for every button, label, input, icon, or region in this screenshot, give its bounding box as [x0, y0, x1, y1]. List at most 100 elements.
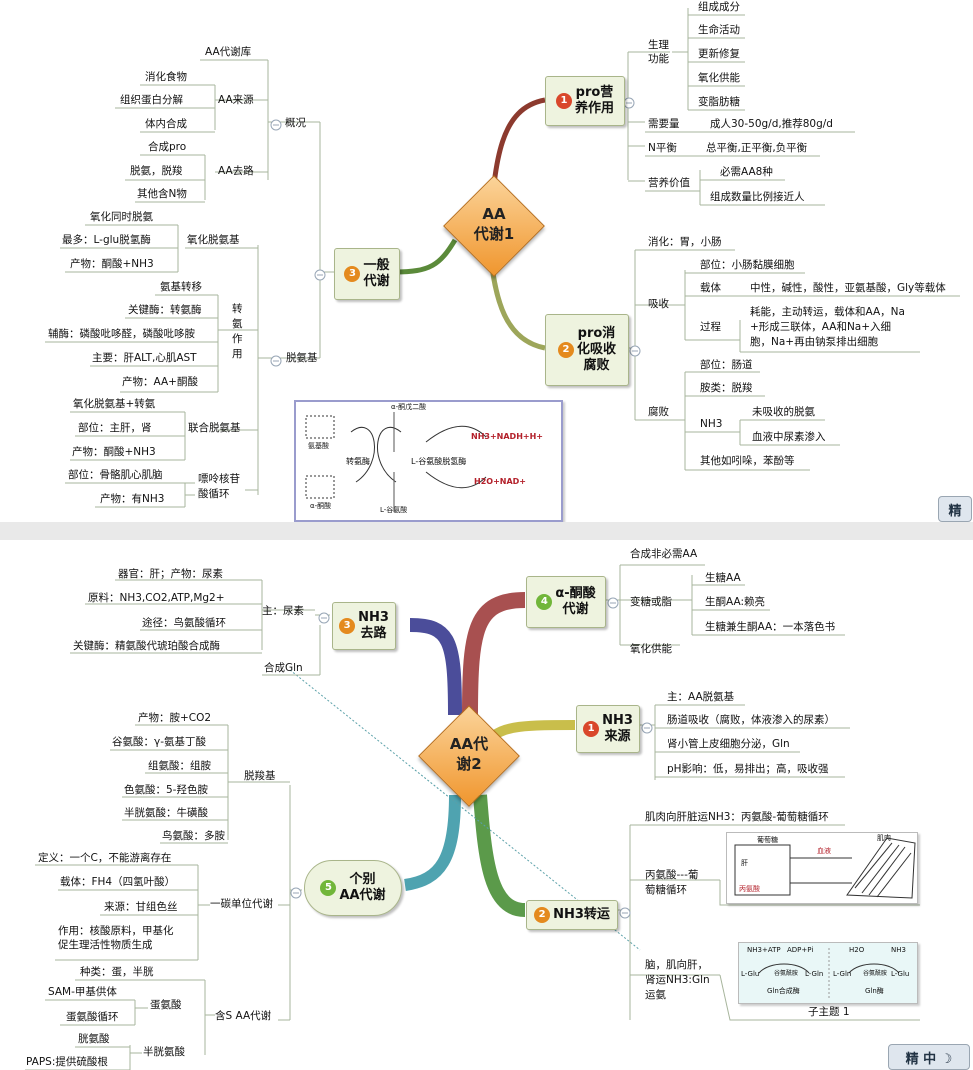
node-trans-0[interactable]: 氨基转移: [160, 281, 202, 293]
node-met-0[interactable]: SAM-甲基供体: [48, 986, 117, 998]
node-urea-0[interactable]: 器官：肝；产物：尿素: [118, 568, 223, 580]
node-rot-site[interactable]: 部位：肠道: [700, 359, 753, 371]
node-source-0[interactable]: 消化食物: [145, 71, 187, 83]
node-muscle-to-liver[interactable]: 肌肉向肝脏运NH3：丙氨酸-葡萄糖循环: [645, 811, 829, 823]
node-aa-pool[interactable]: AA代谢库: [205, 46, 252, 58]
node-decarboxylation[interactable]: 脱羧基: [244, 770, 276, 782]
node-cys-1[interactable]: PAPS:提供硫酸根: [26, 1056, 108, 1068]
node-onec-3[interactable]: 作用：核酸原料，甲基化 促生理活性物质生成: [58, 925, 174, 951]
collapse-toggle-keto-acid[interactable]: [607, 594, 619, 609]
node-digestion[interactable]: 消化：胃，小肠: [648, 236, 722, 248]
collapse-toggle-digestion[interactable]: [629, 342, 641, 357]
node-sulfur-species[interactable]: 种类：蛋，半胱: [80, 966, 154, 978]
node-src-0[interactable]: 主：AA脱氨基: [667, 691, 735, 703]
node-oxidation-energy[interactable]: 氧化供能: [630, 643, 672, 655]
node-to-sugar-fat[interactable]: 变糖或脂: [630, 596, 672, 608]
node-value-0[interactable]: 必需AA8种: [720, 166, 773, 178]
node-deamination[interactable]: 脱氨基: [286, 352, 318, 364]
node-keto-2[interactable]: 生糖兼生酮AA：一本落色书: [705, 621, 836, 633]
node-trans-3[interactable]: 主要：肝ALT,心肌AST: [92, 352, 197, 364]
node-oxd-1[interactable]: 最多：L-glu脱氢酶: [62, 234, 151, 246]
node-requirement[interactable]: 需要量: [648, 118, 680, 130]
node-decarb-4[interactable]: 半胱氨酸：牛磺酸: [124, 807, 208, 819]
node-src-1[interactable]: 肠道吸收（腐败，体液渗入的尿素）: [667, 714, 835, 726]
node-comb-0[interactable]: 氧化脱氨基+转氨: [73, 398, 156, 410]
node-carrier[interactable]: 载体: [700, 282, 721, 294]
node-nutrition-value[interactable]: 营养价值: [648, 177, 690, 189]
node-subtopic-1[interactable]: 子主题 1: [808, 1006, 850, 1018]
node-trans-2[interactable]: 辅酶：磷酸吡哆醛，磷酸吡哆胺: [48, 328, 195, 340]
node-brain-muscle-gln[interactable]: 脑，肌向肝， 肾运NH3:Gln 运氨: [645, 959, 710, 1001]
node-rot-nh3[interactable]: NH3: [700, 418, 723, 430]
node-absorption-site[interactable]: 部位：小肠黏膜细胞: [700, 259, 795, 271]
node-decarb-3[interactable]: 色氨酸：5-羟色胺: [124, 784, 208, 796]
node-oxd-2[interactable]: 产物：酮酸+NH3: [70, 258, 154, 270]
node-urea-3[interactable]: 关键酶：精氨酸代琥珀酸合成酶: [73, 640, 220, 652]
node-physiological-function[interactable]: 生理 功能: [648, 39, 669, 65]
node-decarb-0[interactable]: 产物：胺+CO2: [138, 712, 212, 724]
node-trans-4[interactable]: 产物：AA+酮酸: [122, 376, 198, 388]
collapse-toggle-individual-aa[interactable]: [290, 884, 302, 899]
node-rot-other[interactable]: 其他如吲哚，苯酚等: [700, 455, 795, 467]
node-process-value[interactable]: 耗能，主动转运，载体和AA，Na +形成三联体，AA和Na+入细 胞，Na+再由…: [750, 306, 905, 348]
node-onec-2[interactable]: 来源：甘组色丝: [104, 901, 178, 913]
node-comb-1[interactable]: 部位：主肝，肾: [78, 422, 152, 434]
node-fate-0[interactable]: 合成pro: [148, 141, 187, 153]
node-n-balance[interactable]: N平衡: [648, 142, 677, 154]
node-requirement-value[interactable]: 成人30-50g/d,推荐80g/d: [710, 118, 833, 130]
node-process[interactable]: 过程: [700, 321, 721, 333]
node-onec-1[interactable]: 载体：FH4（四氢叶酸）: [60, 876, 176, 888]
node-src-2[interactable]: 肾小管上皮细胞分泌，Gln: [667, 738, 790, 750]
node-aa-source[interactable]: AA来源: [218, 94, 254, 106]
node-main-urea[interactable]: 主：尿素: [262, 605, 304, 617]
node-src-3[interactable]: pH影响：低，易排出；高，吸收强: [667, 763, 829, 775]
node-met-1[interactable]: 蛋氨酸循环: [66, 1011, 119, 1023]
node-overview[interactable]: 概况: [285, 117, 306, 129]
node-func-2[interactable]: 更新修复: [698, 48, 740, 60]
node-putrefaction[interactable]: 腐败: [648, 406, 669, 418]
node-trans-1[interactable]: 关键酶：转氨酶: [128, 304, 202, 316]
node-combined-deam[interactable]: 联合脱氨基: [188, 422, 241, 434]
node-oxd-0[interactable]: 氧化同时脱氨: [90, 211, 153, 223]
node-rot-amine[interactable]: 胺类：脱羧: [700, 382, 753, 394]
node-onec-0[interactable]: 定义：一个C，不能游离存在: [38, 852, 172, 864]
node-purine-1[interactable]: 产物：有NH3: [100, 493, 165, 505]
node-purine-cycle[interactable]: 嘌呤核苷 酸循环: [198, 473, 240, 500]
collapse-toggle-nh3-transport[interactable]: [619, 904, 631, 919]
node-cys-0[interactable]: 胱氨酸: [78, 1033, 110, 1045]
node-func-0[interactable]: 组成成分: [698, 1, 740, 13]
collapse-toggle-nh3-fate[interactable]: [318, 609, 330, 624]
node-carrier-value[interactable]: 中性，碱性，酸性，亚氨基酸，Gly等载体: [750, 282, 946, 294]
node-keto-1[interactable]: 生酮AA:赖亮: [705, 596, 766, 608]
node-nh3-1[interactable]: 血液中尿素渗入: [752, 431, 826, 443]
node-n-balance-value[interactable]: 总平衡,正平衡,负平衡: [706, 142, 808, 154]
node-sulfur-aa[interactable]: 含S AA代谢: [215, 1010, 272, 1022]
node-ala-glucose-cycle[interactable]: 丙氨酸---葡 萄糖循环: [645, 869, 699, 896]
node-decarb-1[interactable]: 谷氨酸：γ-氨基丁酸: [112, 736, 207, 748]
node-func-4[interactable]: 变脂肪糖: [698, 96, 740, 108]
node-synth-nonessential[interactable]: 合成非必需AA: [630, 548, 698, 560]
node-oxidative-deam[interactable]: 氧化脱氨基: [187, 234, 240, 246]
node-transamination[interactable]: 转 氨 作 用: [232, 303, 243, 360]
node-value-1[interactable]: 组成数量比例接近人: [710, 191, 805, 203]
node-keto-0[interactable]: 生糖AA: [705, 572, 741, 584]
node-aa-fate[interactable]: AA去路: [218, 165, 254, 177]
collapse-toggle-nh3-source[interactable]: [641, 719, 653, 734]
node-func-1[interactable]: 生命活动: [698, 24, 740, 36]
node-fate-2[interactable]: 其他含N物: [137, 188, 187, 200]
node-func-3[interactable]: 氧化供能: [698, 72, 740, 84]
node-urea-1[interactable]: 原料：NH3,CO2,ATP,Mg2+: [88, 592, 225, 604]
node-absorption[interactable]: 吸收: [648, 298, 669, 310]
node-synth-gln[interactable]: 合成Gln: [264, 662, 303, 674]
collapse-toggle-overview[interactable]: [270, 116, 282, 131]
node-purine-0[interactable]: 部位：骨骼肌心肌脑: [68, 469, 163, 481]
node-comb-2[interactable]: 产物：酮酸+NH3: [72, 446, 156, 458]
node-fate-1[interactable]: 脱氨，脱羧: [130, 165, 183, 177]
node-methionine[interactable]: 蛋氨酸: [150, 999, 182, 1011]
collapse-toggle-general[interactable]: [314, 266, 326, 281]
